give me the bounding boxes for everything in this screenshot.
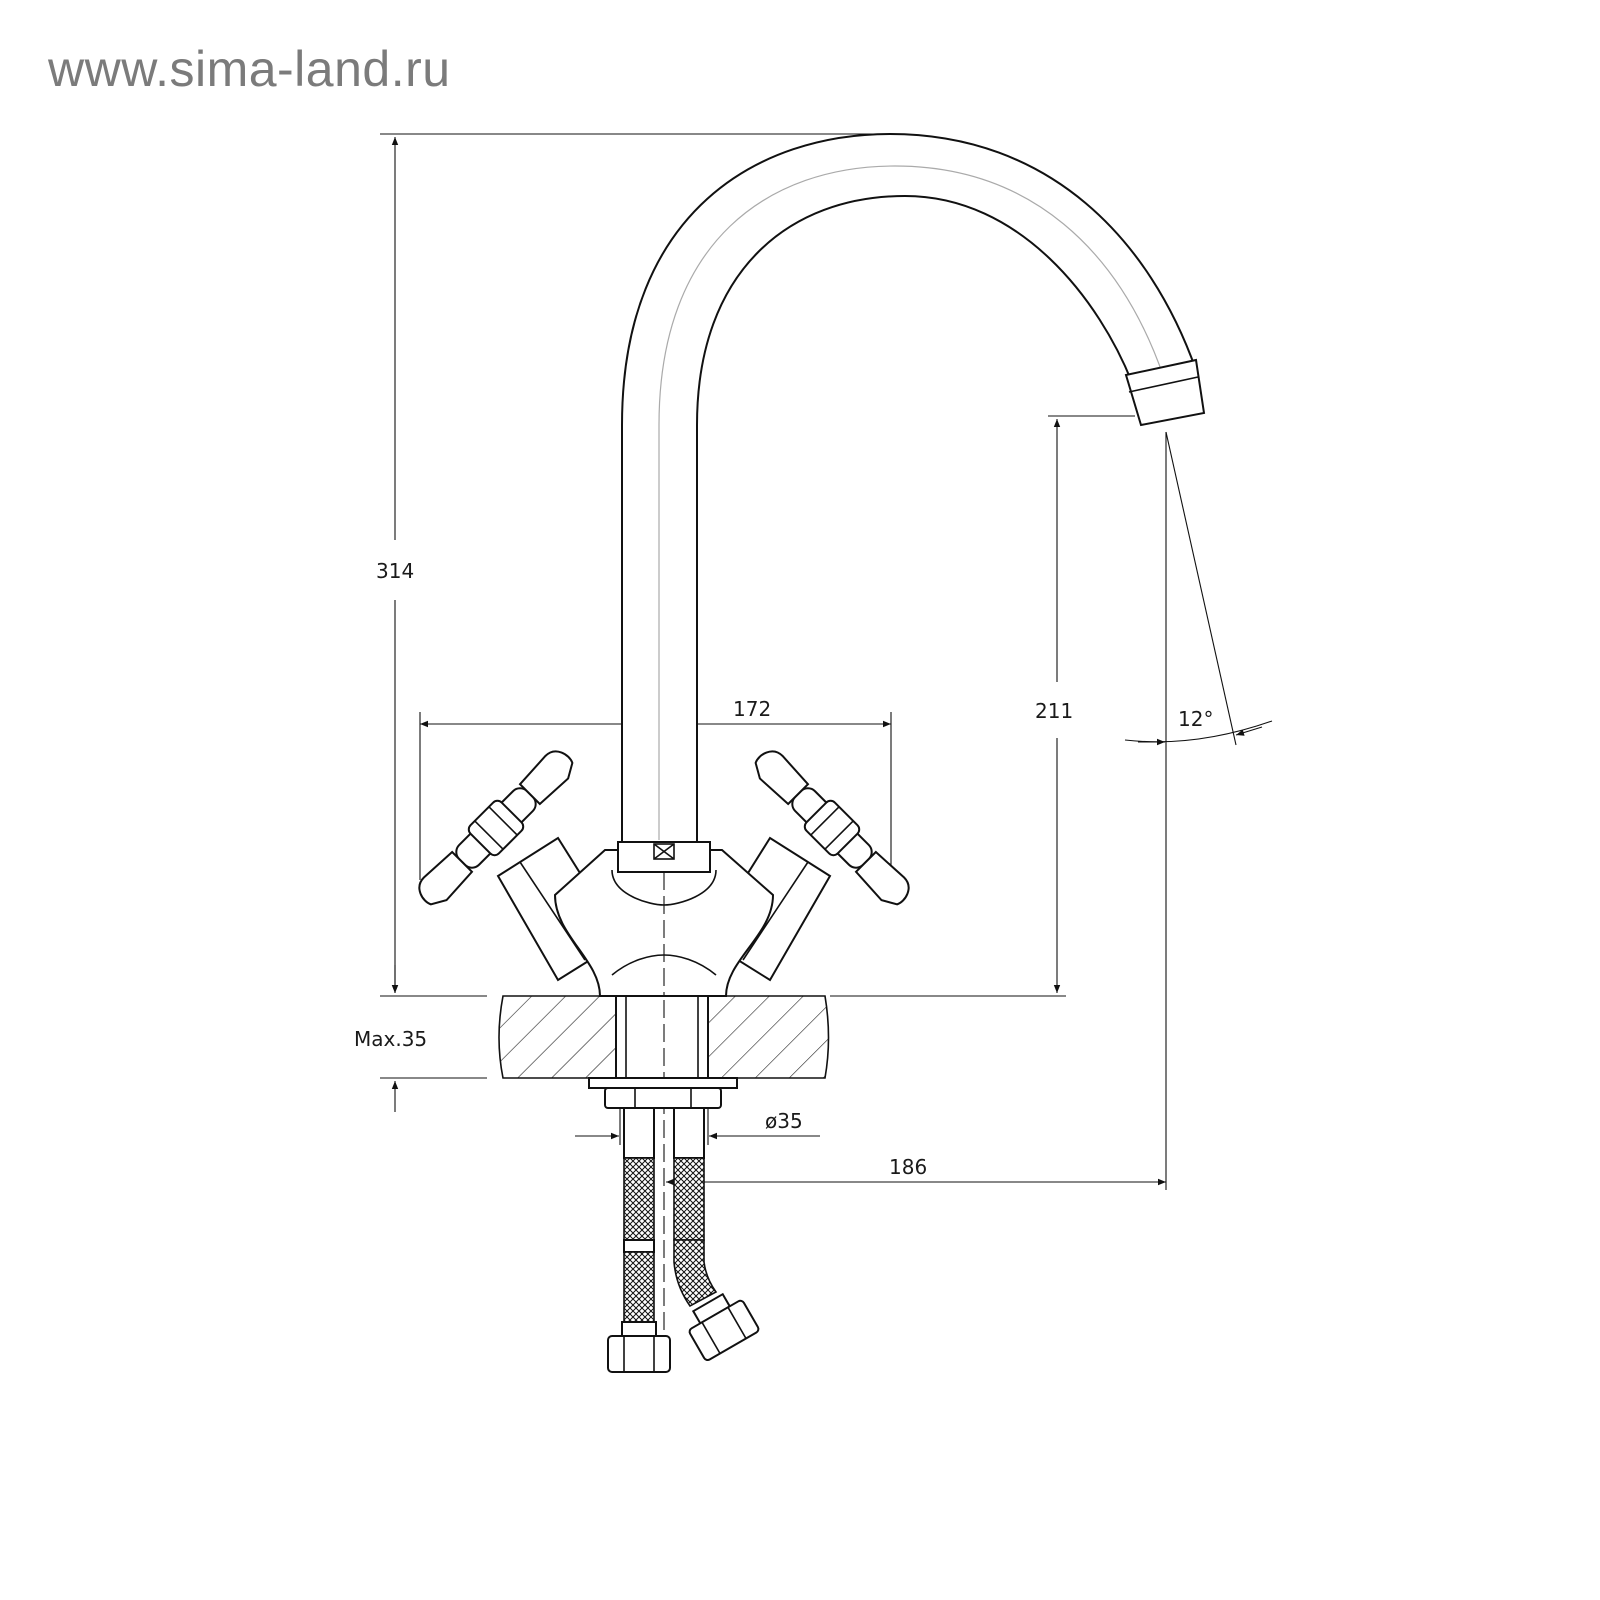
dim-label-211: 211 <box>1035 699 1073 723</box>
dim-label-max-thickness: Max.35 <box>354 1027 427 1051</box>
dim-label-angle: 12° <box>1178 707 1213 731</box>
faucet-body <box>496 836 832 1000</box>
right-handle <box>754 750 910 906</box>
left-handle <box>418 750 574 906</box>
faucet-spout <box>621 132 1206 843</box>
mounting-nut <box>588 1077 738 1109</box>
dim-label-172: 172 <box>733 697 771 721</box>
dimension-lines <box>380 133 1273 1190</box>
dim-label-314: 314 <box>376 559 414 583</box>
countertop <box>498 995 830 1370</box>
dim-label-hole-diameter: ø35 <box>765 1109 803 1133</box>
hoses <box>607 1107 760 1373</box>
dim-label-186: 186 <box>889 1155 927 1179</box>
watermark: www.sima-land.ru <box>48 41 451 97</box>
